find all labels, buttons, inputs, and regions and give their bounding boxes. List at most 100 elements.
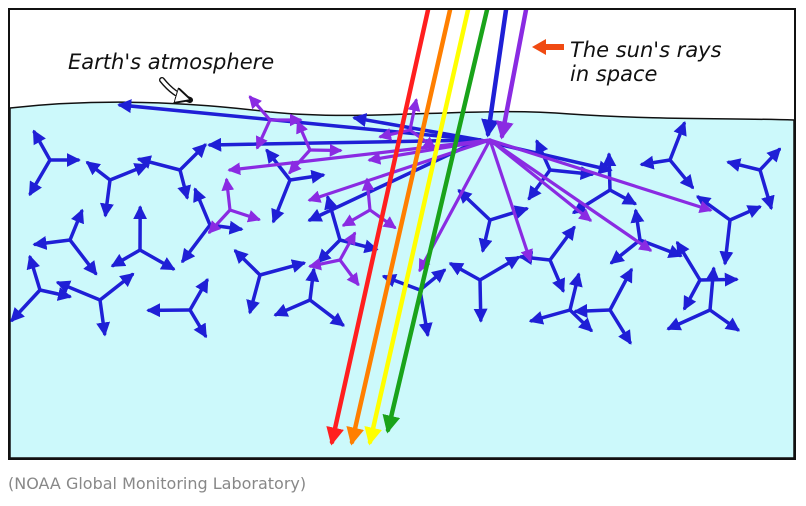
scattered-blue-light xyxy=(10,99,782,345)
violet-scatter-arrow xyxy=(407,98,421,132)
blue-scatter-arrow xyxy=(528,308,572,325)
atmosphere-label: Earth's atmosphere xyxy=(68,50,275,74)
sun-ray-5 xyxy=(481,10,509,138)
blue-scatter-arrow xyxy=(32,236,72,250)
violet-scatter-arrow xyxy=(308,143,343,157)
blue-scatter-arrow xyxy=(177,168,191,200)
blue-scatter-arrow xyxy=(639,155,672,170)
image-credit: (NOAA Global Monitoring Laboratory) xyxy=(8,474,307,493)
blue-scatter-arrow xyxy=(602,152,617,192)
violet-scatter-arrow xyxy=(488,138,533,263)
blue-scatter-arrow xyxy=(68,238,98,276)
blue-scatter-arrow xyxy=(488,205,529,222)
blue-scatter-arrow xyxy=(609,238,642,265)
sun-ray-4 xyxy=(382,10,490,434)
violet-scatter-arrow xyxy=(488,138,713,213)
violet-scatter-arrow xyxy=(338,258,360,287)
violet-scatter-arrow xyxy=(307,138,492,203)
diagram-canvas xyxy=(10,10,794,458)
violet-scatter-arrow xyxy=(488,138,653,252)
blue-scatter-arrow xyxy=(448,262,482,282)
sun-pointer-arrow xyxy=(532,39,564,55)
blue-scatter-arrow xyxy=(32,129,52,162)
blue-scatter-arrow xyxy=(758,168,775,211)
blue-scatter-arrow xyxy=(726,158,762,172)
blue-scatter-arrow xyxy=(675,240,702,282)
violet-scatter-arrow xyxy=(228,208,261,223)
blue-scatter-arrow xyxy=(26,254,42,292)
blue-scatter-arrow xyxy=(98,272,135,302)
sun-rays-label: The sun's rays in space xyxy=(570,38,722,86)
blue-scatter-arrow xyxy=(548,166,595,181)
violet-scatter-arrow xyxy=(255,118,272,150)
blue-scatter-arrow xyxy=(573,303,612,318)
sun-ray-6 xyxy=(495,10,529,140)
sun-ray-1 xyxy=(326,10,431,446)
blue-scatter-arrow xyxy=(288,169,326,184)
blue-scatter-arrow xyxy=(316,238,342,264)
blue-scatter-arrow xyxy=(85,161,112,182)
blue-scatter-arrow xyxy=(571,188,612,214)
blue-scatter-arrow xyxy=(258,259,307,277)
violet-scatter-arrow xyxy=(207,208,232,234)
violet-scatter-arrow xyxy=(338,231,357,262)
blue-scatter-arrow xyxy=(758,147,782,172)
blue-scatter-arrow xyxy=(728,205,762,222)
violet-scatter-arrow xyxy=(221,177,235,212)
blue-scatter-arrow xyxy=(698,272,739,287)
violet-scatter-arrow xyxy=(378,128,412,141)
blue-scatter-arrow xyxy=(324,195,342,242)
blue-scatter-arrow xyxy=(527,168,552,201)
violet-scatter-arrow xyxy=(341,208,372,227)
blue-scatter-arrow xyxy=(668,158,694,190)
blue-scatter-arrow xyxy=(55,280,102,302)
blue-scatter-arrow xyxy=(548,225,576,262)
sun-rays-label-line1: The sun's rays xyxy=(570,38,722,62)
blue-scatter-arrow xyxy=(188,278,209,312)
blue-scatter-arrow xyxy=(608,188,638,206)
blue-scatter-arrow xyxy=(668,121,687,162)
blue-scatter-arrow xyxy=(548,258,565,293)
blue-scatter-arrow xyxy=(308,298,345,327)
blue-scatter-arrow xyxy=(568,272,583,312)
sun-rays xyxy=(326,10,529,446)
blue-scatter-arrow xyxy=(630,208,645,242)
blue-scatter-arrow xyxy=(96,298,111,337)
blue-scatter-arrow xyxy=(138,248,176,271)
blue-scatter-arrow xyxy=(181,223,212,264)
violet-scatter-arrow xyxy=(227,138,492,176)
blue-scatter-arrow xyxy=(99,178,114,218)
violet-scatter-arrow xyxy=(288,148,312,175)
blue-scatter-arrow xyxy=(193,187,212,227)
blue-scatter-arrow xyxy=(68,208,84,242)
scattered-violet-light xyxy=(207,95,713,287)
blue-scatter-arrow xyxy=(666,308,712,331)
violet-scatter-arrow xyxy=(361,177,375,212)
blue-scatter-arrow xyxy=(705,266,720,312)
blue-scatter-arrow xyxy=(305,267,320,302)
blue-scatter-arrow xyxy=(608,308,632,345)
blue-scatter-arrow xyxy=(271,178,292,224)
blue-scatter-arrow xyxy=(38,287,73,301)
blue-scatter-arrow xyxy=(178,143,207,172)
blue-scatter-arrow xyxy=(233,249,262,277)
blue-scatter-arrow xyxy=(10,288,42,323)
sun-ray-2 xyxy=(346,10,453,446)
atmosphere-pointer-arrow-inner xyxy=(160,78,188,99)
violet-scatter-arrow xyxy=(248,95,272,122)
violet-scatter-arrow xyxy=(296,120,312,152)
blue-scatter-arrow xyxy=(273,298,312,317)
blue-scatter-arrow xyxy=(188,308,208,339)
blue-scatter-arrow xyxy=(457,189,492,222)
scattering-diagram: Earth's atmosphere The sun's rays in spa… xyxy=(8,8,796,460)
blue-scatter-arrow xyxy=(110,248,142,268)
blue-scatter-arrow xyxy=(719,218,734,266)
blue-scatter-arrow xyxy=(708,308,740,332)
blue-scatter-arrow xyxy=(608,267,633,312)
sun-rays-label-line2: in space xyxy=(570,62,658,86)
blue-scatter-arrow xyxy=(28,158,52,197)
blue-scatter-arrow xyxy=(478,255,521,282)
blue-scatter-arrow xyxy=(683,278,702,311)
sun-ray-3 xyxy=(364,10,471,446)
blue-scatter-arrow xyxy=(136,155,182,172)
